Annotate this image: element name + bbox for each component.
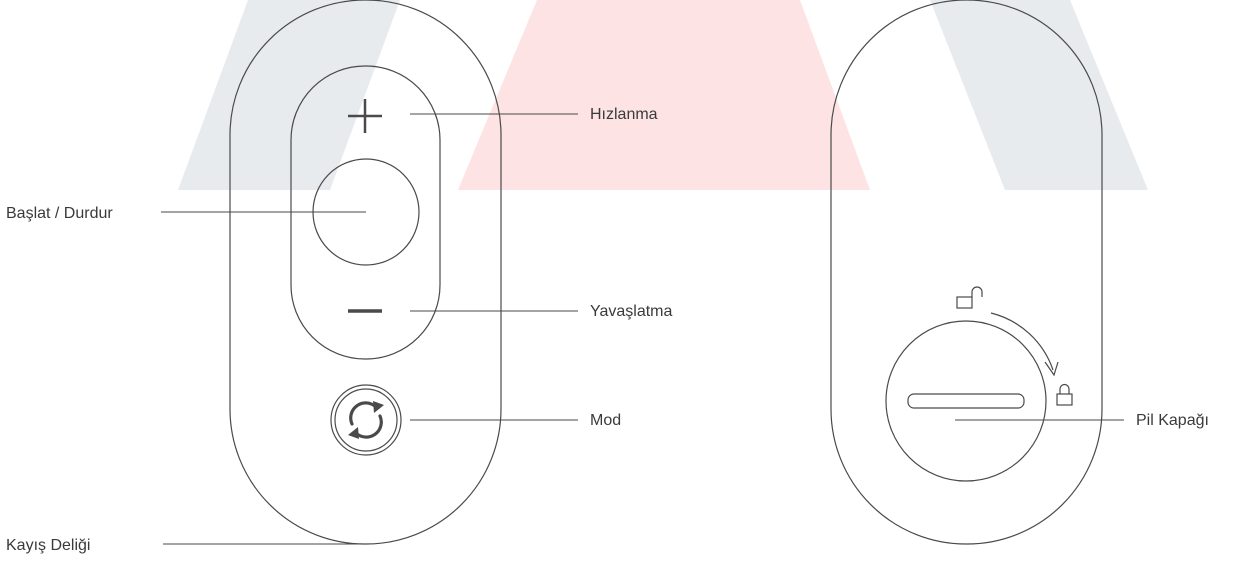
background-watermark — [178, 0, 1148, 190]
battery-cover-slot — [907, 393, 1025, 409]
unlocked-padlock-shackle — [971, 286, 983, 297]
refresh-arrow-head-2 — [348, 427, 359, 439]
refresh-cycle-icon — [349, 401, 383, 439]
label-start-stop: Başlat / Durdur — [6, 205, 113, 222]
watermark-gray-left — [178, 0, 400, 190]
label-mode: Mod — [590, 412, 621, 429]
leader-lines — [161, 113, 1124, 545]
watermark-red-center — [458, 0, 870, 190]
unlocked-padlock-icon — [956, 296, 973, 309]
label-strap-hole: Kayış Deliği — [6, 537, 90, 554]
locked-padlock-shackle — [1059, 383, 1070, 394]
remote-back — [830, 0, 1103, 545]
mode-button[interactable] — [330, 384, 402, 456]
locked-padlock-icon — [1056, 393, 1073, 406]
label-decelerate: Yavaşlatma — [590, 303, 673, 320]
label-accelerate: Hızlanma — [590, 106, 658, 123]
mode-button-inner — [334, 388, 398, 452]
label-battery-cover: Pil Kapağı — [1136, 412, 1209, 429]
watermark-gray-right — [930, 0, 1148, 190]
battery-cover-disc[interactable] — [885, 320, 1047, 482]
remote-back-body — [830, 0, 1103, 545]
rotate-arrow-head — [1044, 361, 1059, 377]
rotate-arrow-icon — [990, 312, 1054, 371]
refresh-arrow-head-1 — [373, 401, 384, 413]
